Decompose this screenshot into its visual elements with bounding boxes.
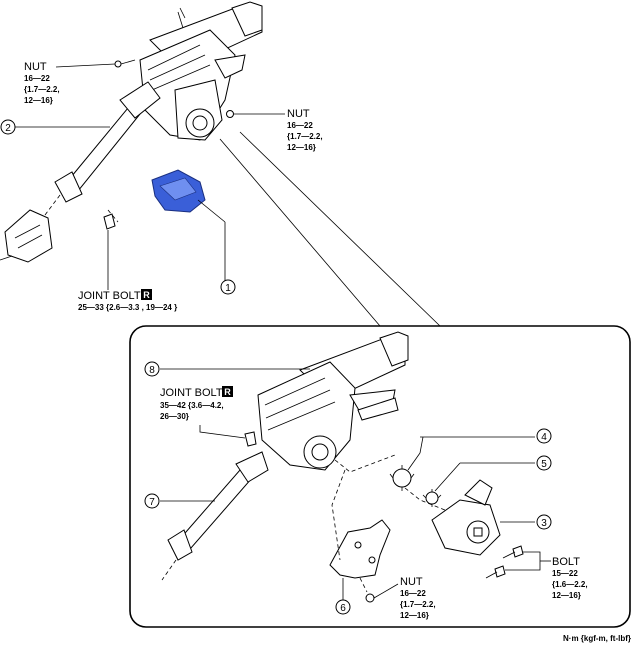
callout-7: 7 [149,497,155,508]
svg-text:12—16}: 12—16} [287,143,316,152]
callout-1-circle [220,279,236,295]
callout-3-circle [536,514,552,530]
reusable-badge-icon [222,386,233,397]
gear-part-4 [389,465,415,491]
nut-top-right-label: NUT 16—22 {1.7—2.2, 12—16} [287,108,323,152]
units-label: N·m {kgf-m, ft-lbf} [563,634,631,643]
svg-text:12—16}: 12—16} [552,591,581,600]
callout-3: 3 [541,518,547,529]
joint-bolt-inset-label: JOINT BOLT R 35—42 {3.6—4.2, 26—30} [160,386,233,421]
svg-text:12—16}: 12—16} [24,96,53,105]
svg-text:16—22: 16—22 [287,121,313,130]
svg-text:16—22: 16—22 [400,589,426,598]
svg-text:12—16}: 12—16} [400,611,429,620]
callout-8: 8 [149,365,155,376]
bolt-inset-label: BOLT 15—22 {1.6—2.2, 12—16} [552,556,588,600]
svg-text:{1.6—2.2,: {1.6—2.2, [552,580,588,589]
svg-text:JOINT BOLT: JOINT BOLT [78,290,141,302]
callout-5: 5 [541,459,547,470]
svg-text:16—22: 16—22 [24,74,50,83]
svg-text:NUT: NUT [24,61,47,73]
svg-text:{1.7—2.2,: {1.7—2.2, [287,132,323,141]
steering-column-assembly-inset [257,331,409,471]
svg-text:R: R [224,387,231,397]
gear-part-5 [422,489,442,507]
svg-text:15—22: 15—22 [552,569,578,578]
callout-7-circle [144,493,160,509]
nut-top-left-label: NUT 16—22 {1.7—2.2, 12—16} [24,61,60,105]
joint-bolt-lower-label: JOINT BOLT R 25—33 {2.6—3.3 , 19—24 } [78,289,177,312]
svg-text:26—30}: 26—30} [160,412,189,421]
bracket-part-6 [329,519,391,579]
callout-8-circle [144,361,160,377]
svg-text:BOLT: BOLT [552,556,580,568]
callout-4-circle [536,428,552,444]
reusable-badge-icon [141,289,152,300]
svg-text:JOINT BOLT: JOINT BOLT [160,387,223,399]
callout-5-circle [536,455,552,471]
callout-1: 1 [225,283,231,294]
callout-4: 4 [541,432,547,443]
svg-text:R: R [143,290,150,300]
highlighted-part-1 [151,169,226,281]
motor-part-3 [431,479,501,556]
svg-text:25—33 {2.6—3.3 , 19—24 }: 25—33 {2.6—3.3 , 19—24 } [78,303,177,312]
steering-column-assembly-top [0,1,263,263]
intermediate-shaft-inset [161,451,269,581]
detail-inset-frame [129,325,631,628]
svg-text:NUT: NUT [400,576,423,588]
callout-2: 2 [5,123,11,134]
svg-text:{1.7—2.2,: {1.7—2.2, [400,600,436,609]
svg-text:{1.7—2.2,: {1.7—2.2, [24,85,60,94]
callout-6: 6 [340,603,346,614]
svg-text:35—42 {3.6—4.2,: 35—42 {3.6—4.2, [160,401,224,410]
nut-inset-label: NUT 16—22 {1.7—2.2, 12—16} [400,576,436,620]
svg-text:NUT: NUT [287,108,310,120]
callout-6-circle [335,599,351,615]
callout-2-circle [0,119,16,135]
